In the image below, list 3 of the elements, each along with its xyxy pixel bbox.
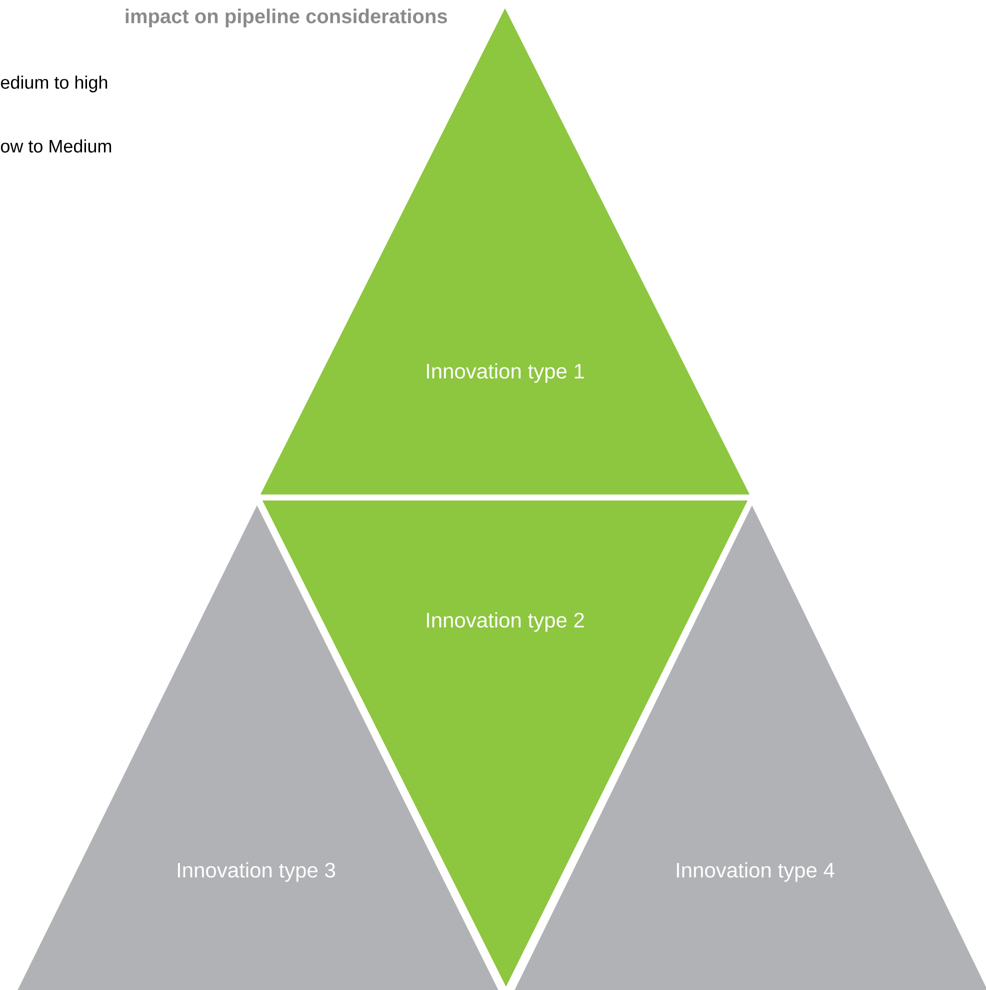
label: ow to Medium (0, 139, 112, 153)
label: edium to high (0, 76, 108, 92)
heading: impact on pipeline considerations (126, 8, 447, 28)
